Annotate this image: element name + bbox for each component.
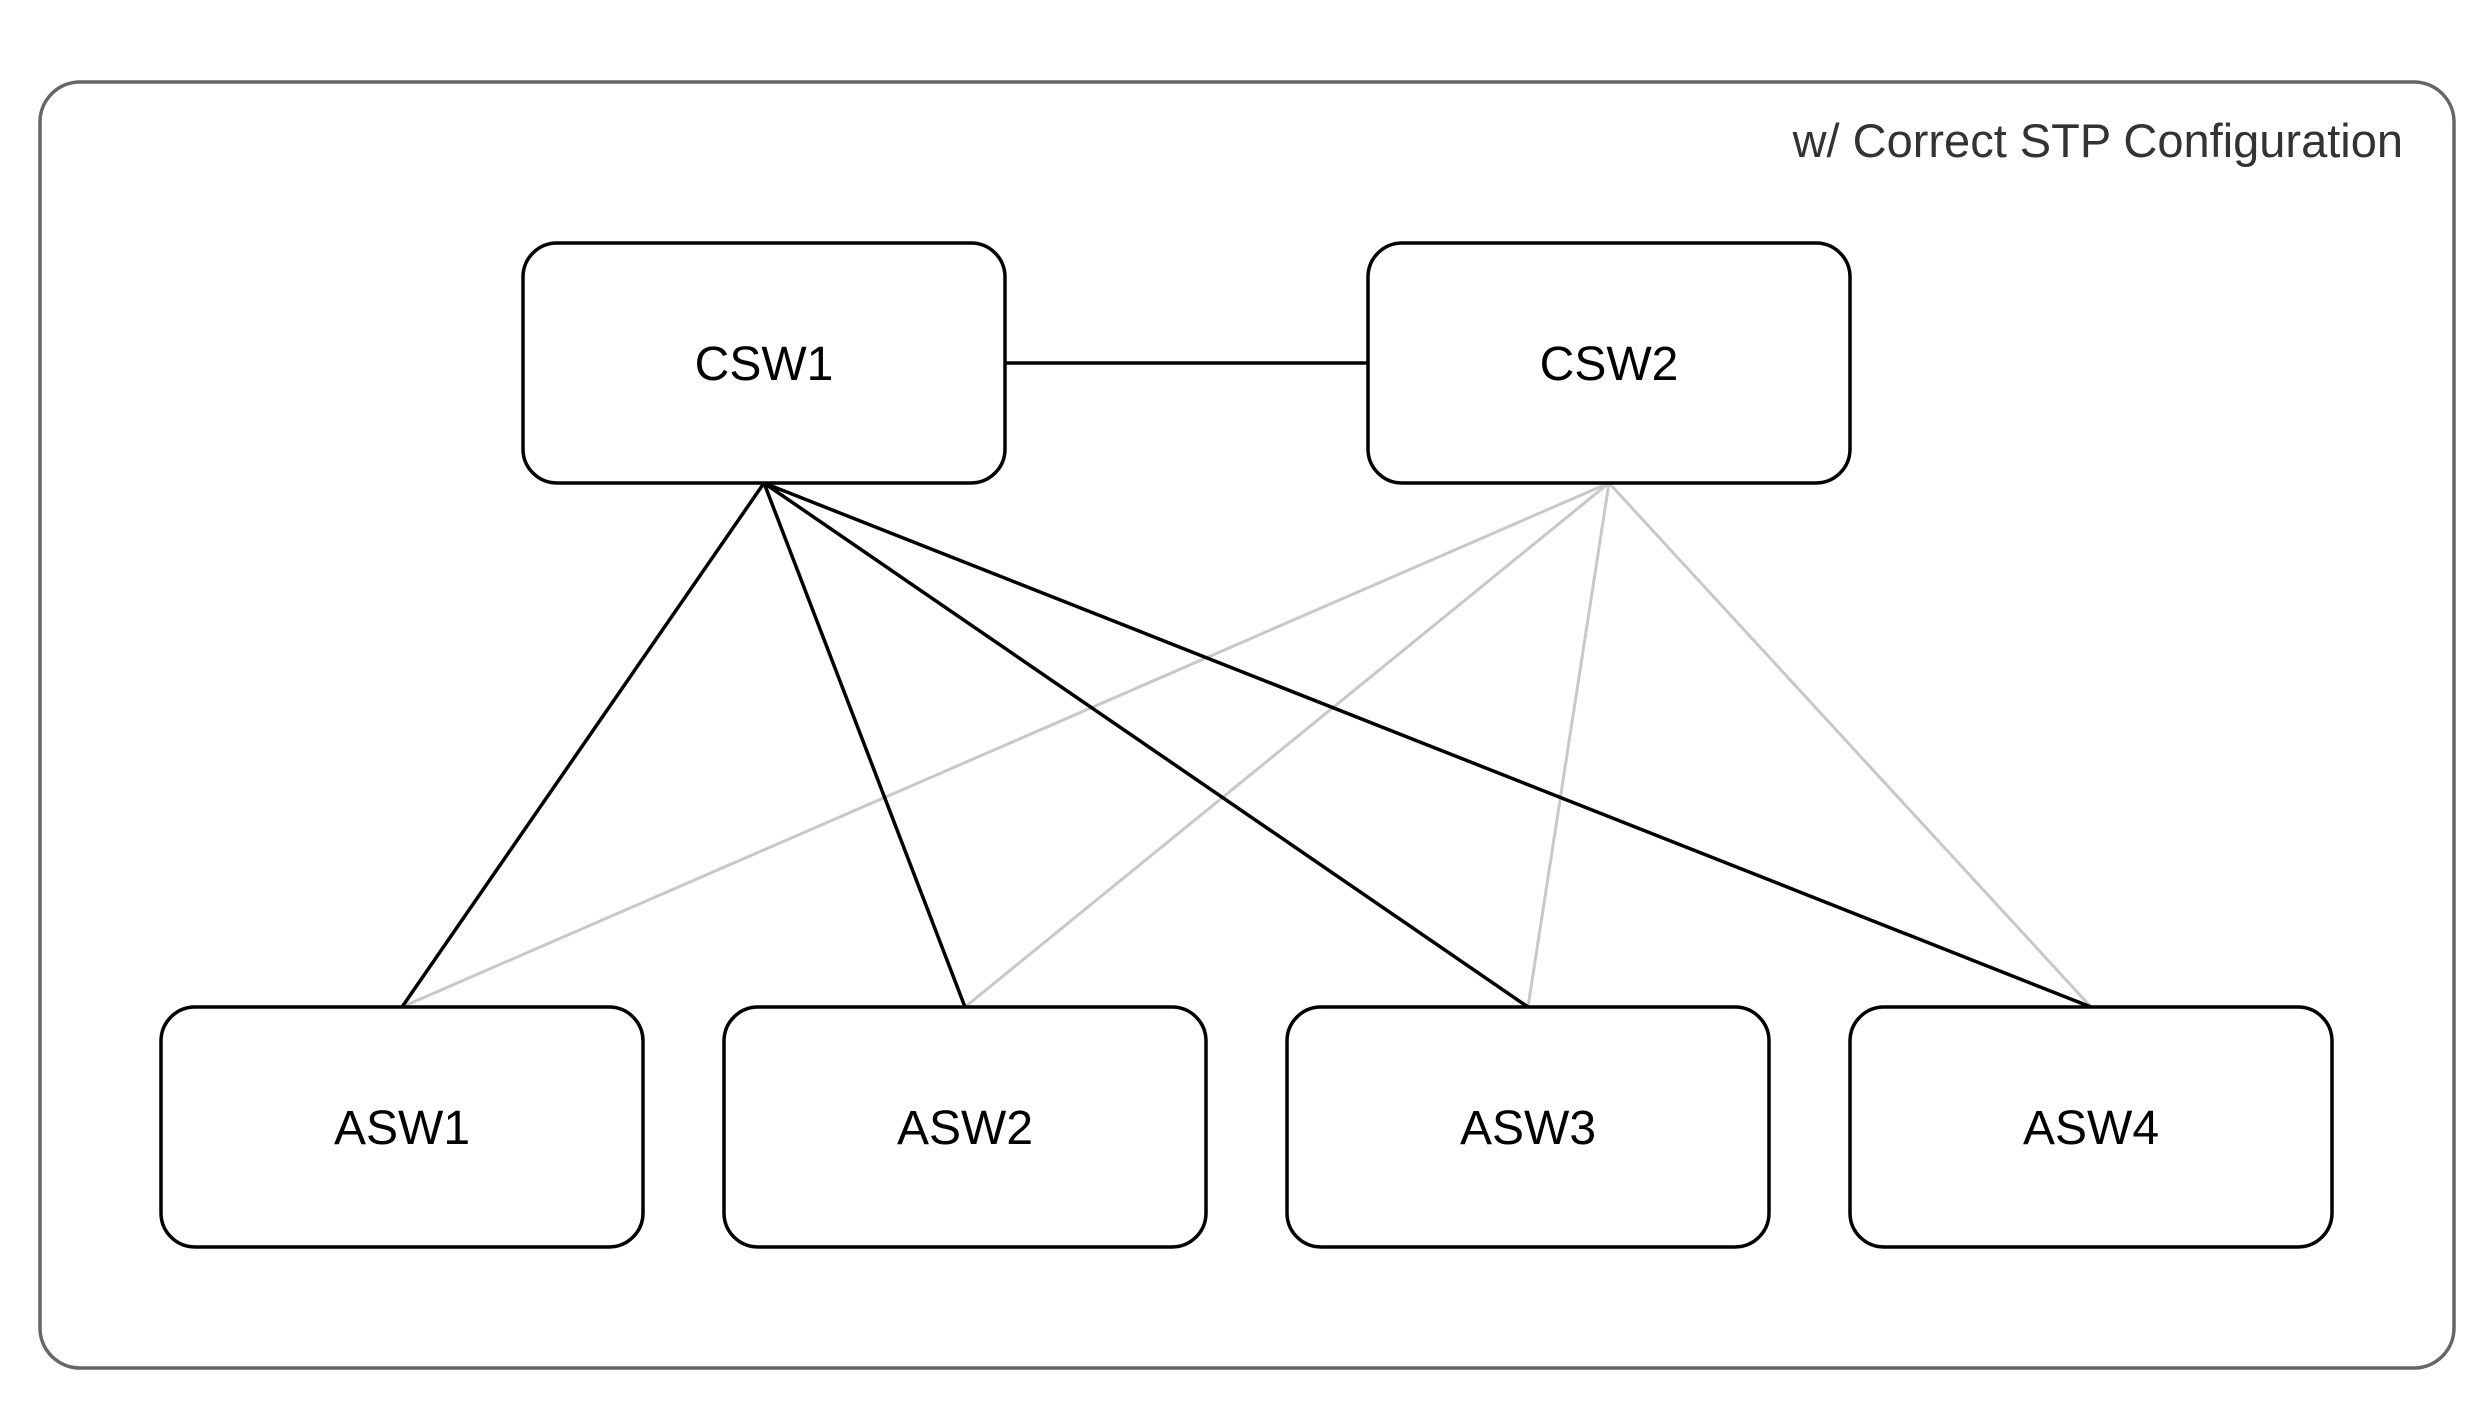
link-csw1-asw4-forwarding [763,481,2092,1009]
switch-box-asw1 [159,1005,645,1249]
switch-box-asw3 [1285,1005,1771,1249]
switch-label-asw3: ASW3 [1460,1102,1596,1155]
link-csw1-asw3-forwarding [763,481,1529,1009]
diagram-caption: w/ Correct STP Configuration [1792,114,2403,167]
switch-label-csw2: CSW2 [1540,338,1679,391]
switch-label-asw1: ASW1 [334,1102,470,1155]
switch-box-csw2 [1366,241,1852,485]
link-csw2-asw2-blocked [964,481,1610,1009]
links-layer [400,361,2093,1009]
switch-label-csw1: CSW1 [695,338,834,391]
switch-label-asw4: ASW4 [2023,1102,2159,1155]
link-csw2-asw3-blocked [1526,482,1611,1008]
switch-node-csw1: CSW1 [521,241,1007,485]
link-csw1-asw2-forwarding [762,482,967,1008]
switch-box-asw4 [1848,1005,2334,1249]
switch-box-csw1 [521,241,1007,485]
switch-node-asw2: ASW2 [722,1005,1208,1249]
switch-label-asw2: ASW2 [897,1102,1033,1155]
link-csw2-asw4-blocked [1607,481,2093,1009]
switch-node-asw1: ASW1 [159,1005,645,1249]
link-csw1-asw1-forwarding [400,482,766,1008]
switch-node-asw3: ASW3 [1285,1005,1771,1249]
switch-box-asw2 [722,1005,1208,1249]
switch-node-csw2: CSW2 [1366,241,1852,485]
switch-node-asw4: ASW4 [1848,1005,2334,1249]
link-csw2-asw1-blocked [401,481,1610,1009]
